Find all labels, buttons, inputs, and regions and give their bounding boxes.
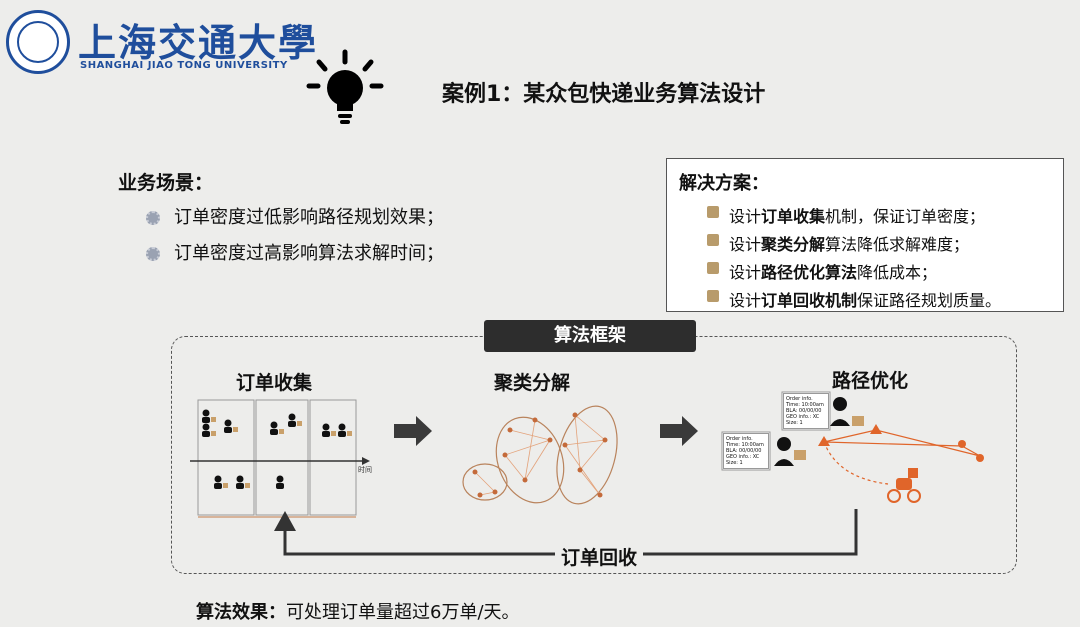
stage-route-optimization: 路径优化 [832,370,909,392]
solution-line: 设计路径优化算法降低成本； [707,259,937,283]
framework-tag: 算法框架 [484,320,696,352]
person-icon [707,290,719,302]
solution-line: 设计订单回收机制保证路径规划质量。 [707,287,1001,311]
scenario-item: 订单密度过低影响路径规划效果； [146,203,444,229]
stage-clustering: 聚类分解 [494,372,571,394]
scenario-item: 订单密度过高影响算法求解时间； [146,239,444,265]
order-collection-diagram [190,399,370,518]
gear-bullet-icon [146,211,160,225]
lightbulb-icon [306,49,384,124]
clustering-diagram [462,405,618,505]
person-icon [707,262,719,274]
university-name-cn: 上海交通大學 [78,20,319,65]
arrow-right-icon [660,416,698,446]
slide-title: 案例1：某众包快递业务算法设计 [442,82,766,107]
university-name-en: SHANGHAI JIAO TONG UNIVERSITY [80,60,288,71]
person-icon [707,206,719,218]
solution-line: 设计聚类分解算法降低求解难度； [707,231,969,255]
solution-box: 解决方案： 设计订单收集机制，保证订单密度； 设计聚类分解算法降低求解难度； 设… [666,158,1064,312]
gear-bullet-icon [146,247,160,261]
solution-line: 设计订单收集机制，保证订单密度； [707,203,985,227]
algorithm-effect: 算法效果：可处理订单量超过6万单/天。 [196,602,520,623]
order-return-label: 订单回收 [555,543,644,570]
solution-heading: 解决方案： [679,173,769,194]
scenario-heading: 业务场景： [118,172,214,194]
stage-order-collection: 订单收集 [236,372,313,394]
university-seal-logo [6,10,70,74]
person-icon [707,234,719,246]
time-axis-label: 时间 [358,466,372,474]
arrow-right-icon [394,416,432,446]
